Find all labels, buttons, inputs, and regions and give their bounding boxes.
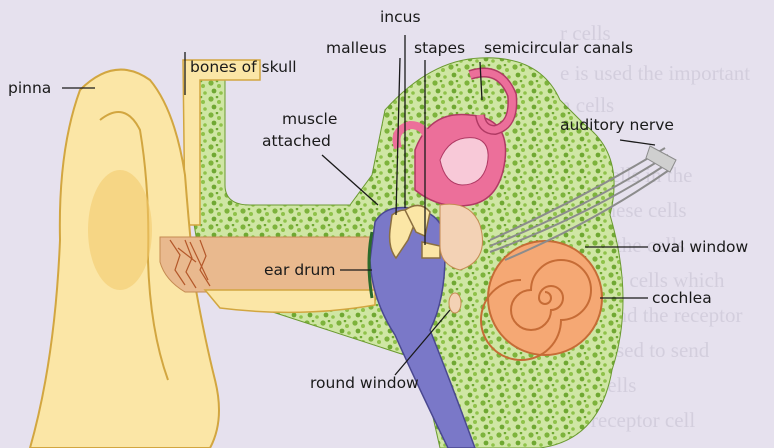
label-muscle-line1: muscle [282,110,337,128]
label-stapes: stapes [414,39,465,57]
label-muscle-line2: attached [262,132,331,150]
label-bones-of-skull: bones of skull [190,58,297,76]
skull-bone-strip-lower [205,290,375,312]
label-malleus: malleus [326,39,387,57]
label-auditory-nerve: auditory nerve [560,116,674,134]
label-semicircular-canals: semicircular canals [484,39,633,57]
label-cochlea: cochlea [652,289,712,307]
round-window-shape [449,293,461,313]
label-round-window: round window [310,374,419,392]
label-incus: incus [380,8,421,26]
label-ear-drum: ear drum [264,261,335,279]
concha-shading [88,170,152,290]
label-pinna: pinna [8,79,51,97]
label-oval-window: oval window [652,238,749,256]
